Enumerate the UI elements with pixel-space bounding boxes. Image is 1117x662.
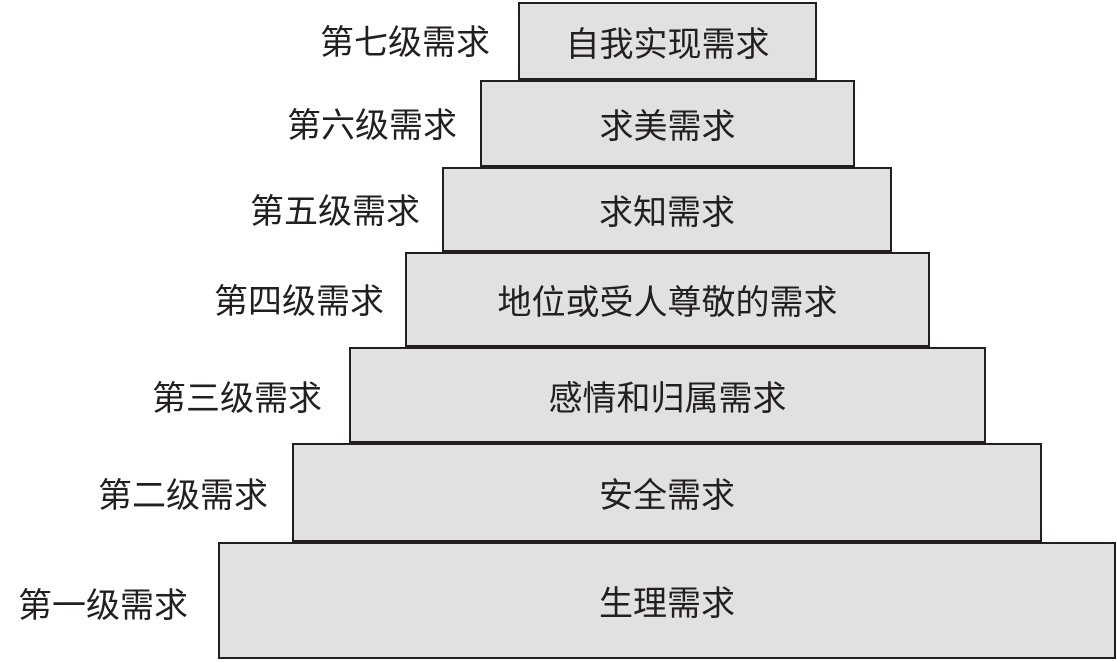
level-label-5: 第五级需求: [250, 191, 420, 232]
tier-box-1: 生理需求: [218, 542, 1116, 659]
level-label-3: 第三级需求: [152, 378, 322, 419]
level-label-7: 第七级需求: [320, 22, 490, 63]
level-label-6: 第六级需求: [287, 106, 457, 146]
tier-box-3: 感情和归属需求: [349, 347, 986, 443]
tier-box-2: 安全需求: [292, 443, 1042, 542]
tier-box-4: 地位或受人尊敬的需求: [405, 252, 930, 347]
level-label-1: 第一级需求: [18, 585, 188, 626]
level-label-2: 第二级需求: [98, 476, 268, 516]
tier-box-5: 求知需求: [442, 167, 892, 252]
tier-box-6: 求美需求: [480, 80, 855, 167]
tier-box-7: 自我实现需求: [518, 2, 817, 80]
level-label-4: 第四级需求: [214, 281, 384, 322]
